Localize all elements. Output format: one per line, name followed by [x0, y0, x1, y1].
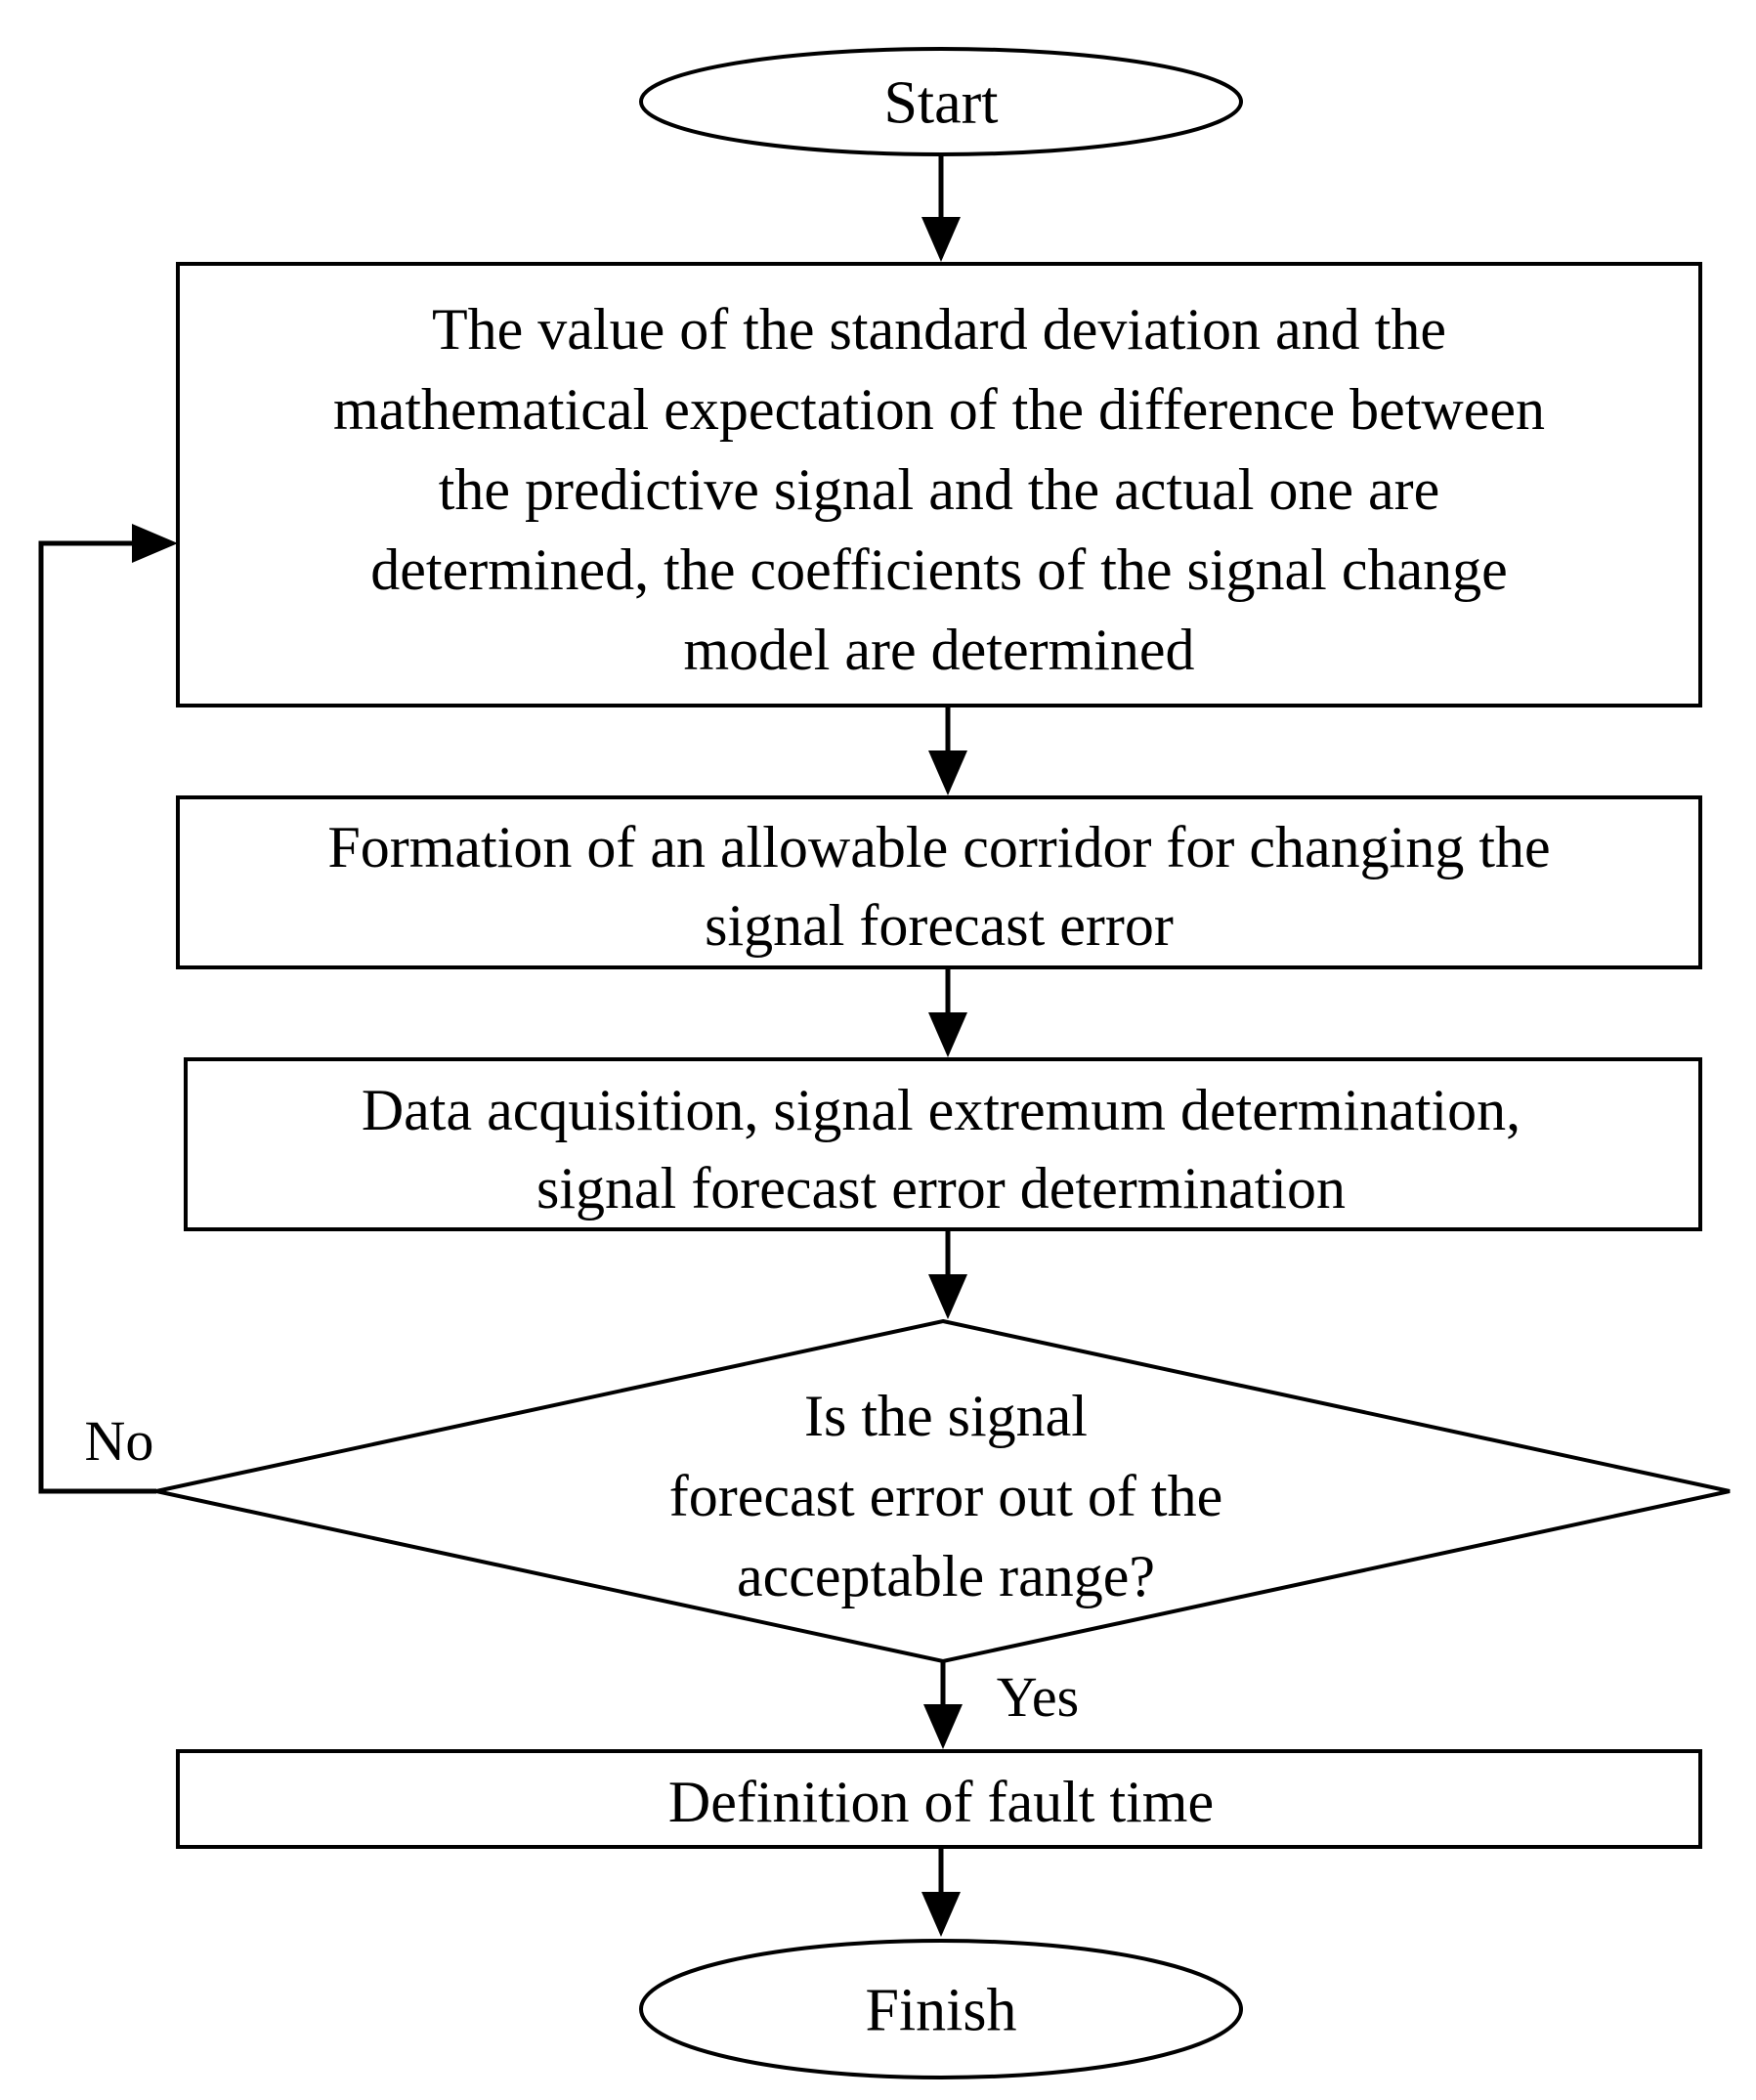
start-label: Start: [883, 70, 998, 137]
text-line: mathematical expectation of the differen…: [333, 377, 1545, 442]
arrow-step4-to-finish: [921, 1849, 961, 1937]
start-terminator: Start: [639, 47, 1243, 156]
text-line: forecast error out of the: [669, 1464, 1222, 1528]
text-line: signal forecast error: [705, 893, 1174, 958]
process-box-fault-time: Definition of fault time: [176, 1749, 1702, 1849]
text-line: Finish: [865, 1978, 1016, 2044]
decision-diamond: Is the signal forecast error out of the ac…: [155, 1318, 1731, 1664]
text-line: Definition of fault time: [668, 1770, 1214, 1834]
finish-label: Finish: [865, 1978, 1016, 2044]
arrow-start-to-step1: [921, 154, 961, 262]
process-box-statistics-text: The value of the standard deviation and …: [333, 297, 1545, 682]
process-box-corridor-text: Formation of an allowable corridor for c…: [327, 815, 1550, 958]
decision-diamond-text: Is the signal forecast error out of the ac…: [669, 1384, 1222, 1608]
text-line: acceptable range?: [737, 1544, 1155, 1608]
text-line: Is the signal: [804, 1384, 1088, 1448]
process-box-statistics: The value of the standard deviation and …: [176, 262, 1702, 707]
text-line: Formation of an allowable corridor for c…: [327, 815, 1550, 879]
arrow-step3-to-decision: [928, 1231, 967, 1319]
text-line: determined, the coefficients of the sign…: [370, 537, 1507, 602]
process-box-acquisition-text: Data acquisition, signal extremum determ…: [362, 1078, 1520, 1221]
text-line: Data acquisition, signal extremum determ…: [362, 1078, 1520, 1142]
text-line: signal forecast error determination: [536, 1156, 1346, 1221]
process-box-acquisition: Data acquisition, signal extremum determ…: [184, 1057, 1702, 1231]
text-line: the predictive signal and the actual one…: [439, 457, 1440, 522]
edge-label-yes: Yes: [997, 1665, 1079, 1729]
arrow-yes-to-step4: [923, 1661, 963, 1749]
finish-terminator: Finish: [639, 1939, 1243, 2079]
edge-label-no: No: [85, 1409, 154, 1473]
text-line: The value of the standard deviation and …: [432, 297, 1446, 362]
process-box-corridor: Formation of an allowable corridor for c…: [176, 795, 1702, 969]
text-line: Start: [883, 70, 998, 137]
arrow-no-loop: [38, 524, 178, 1494]
process-box-fault-time-text: Definition of fault time: [668, 1770, 1214, 1834]
arrow-step2-to-step3: [928, 969, 967, 1057]
arrow-step1-to-step2: [928, 707, 967, 795]
text-line: model are determined: [683, 618, 1194, 682]
